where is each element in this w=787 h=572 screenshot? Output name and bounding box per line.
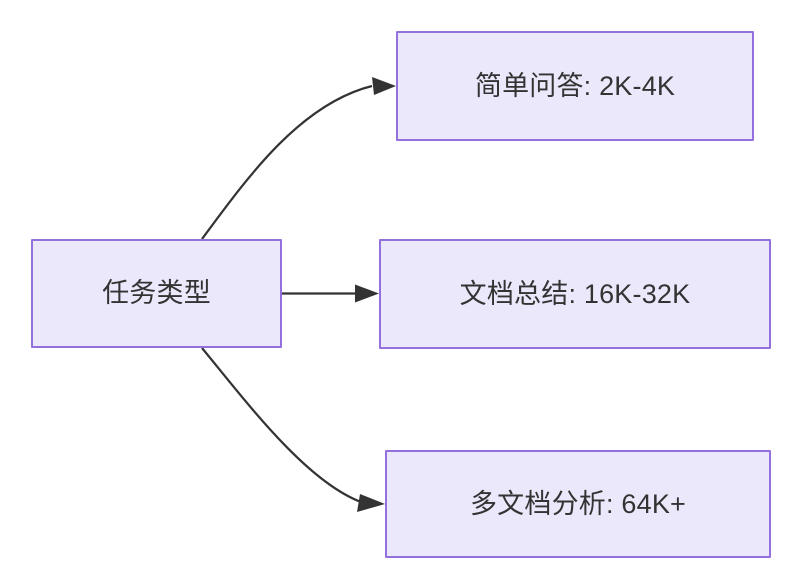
node-task-type-label: 任务类型: [102, 278, 211, 309]
node-task-type[interactable]: 任务类型: [31, 239, 282, 348]
edge-root-to-simple-qa: [201, 77, 396, 240]
arrowhead-icon: [355, 284, 379, 303]
node-doc-summary-label: 文档总结: 16K-32K: [459, 278, 691, 309]
arrowhead-icon: [372, 77, 396, 95]
node-multi-doc-label: 多文档分析: 64K+: [469, 488, 686, 519]
edge-root-to-doc-summary: [282, 284, 379, 303]
node-simple-qa[interactable]: 简单问答: 2K-4K: [396, 31, 754, 141]
node-multi-doc[interactable]: 多文档分析: 64K+: [385, 450, 771, 558]
node-doc-summary[interactable]: 文档总结: 16K-32K: [379, 239, 771, 349]
arrowhead-icon: [357, 494, 385, 512]
edge-root-to-simple-qa-path: [201, 84, 373, 240]
edge-root-to-multi-doc: [201, 347, 385, 512]
node-simple-qa-label: 简单问答: 2K-4K: [474, 70, 676, 101]
edge-root-to-multi-doc-path: [201, 347, 362, 504]
